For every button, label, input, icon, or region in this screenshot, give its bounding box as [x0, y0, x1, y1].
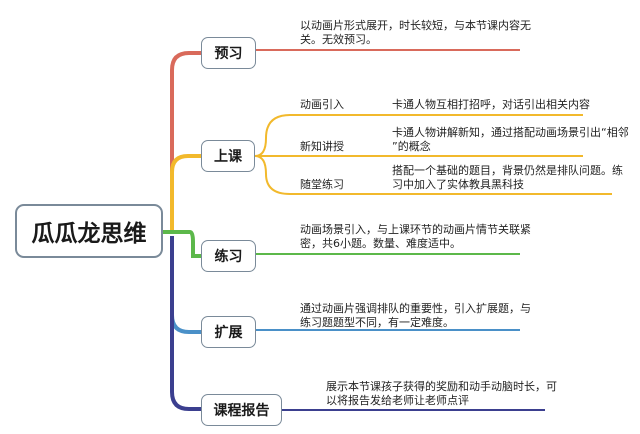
preview-note: 以动画片形式展开，时长较短，与本节课内容无 关。无效预习。 [300, 19, 531, 47]
topic-report-label: 课程报告 [213, 403, 270, 419]
topic-preview: 预习 [201, 37, 256, 69]
class-item-3-note-line-1: 搭配一个基础的题目，背景仍然是排队问题。练 [392, 164, 623, 177]
class-item-3-note: 搭配一个基础的题目，背景仍然是排队问题。练 习中加入了实体教具黑科技 [392, 164, 623, 192]
topic-practice: 练习 [201, 240, 256, 272]
practice-note-line-2: 密，共6小题。数量、难度适中。 [300, 237, 461, 250]
extend-note-line-2: 练习题题型不同，有一定难度。 [300, 316, 454, 329]
sub-branch-1 [254, 114, 583, 157]
class-item-1-label: 动画引入 [300, 98, 344, 111]
report-note: 展示本节课孩子获得的奖励和动手动脑时长，可 以将报告发给老师让老师点评 [326, 380, 557, 408]
class-item-1-note: 卡通人物互相打招呼，对话引出相关内容 [392, 98, 590, 112]
topic-practice-label: 练习 [214, 249, 243, 265]
extend-note: 通过动画片强调排队的重要性，引入扩展题，与 练习题题型不同，有一定难度。 [300, 302, 531, 330]
trunk-blue [170, 236, 201, 334]
trunk-navy [170, 236, 201, 411]
topic-extend-label: 扩展 [214, 325, 243, 341]
practice-note: 动画场景引入，与上课环节的动画片情节关联紧 密，共6小题。数量、难度适中。 [300, 223, 531, 251]
class-item-2-label: 新知讲授 [300, 140, 344, 153]
practice-note-line-1: 动画场景引入，与上课环节的动画片情节关联紧 [300, 223, 531, 236]
class-item-1-note-line-1: 卡通人物互相打招呼，对话引出相关内容 [392, 98, 590, 111]
class-item-3-note-line-2: 习中加入了实体教具黑科技 [392, 178, 524, 191]
report-note-line-1: 展示本节课孩子获得的奖励和动手动脑时长，可 [326, 380, 557, 393]
report-note-line-2: 以将报告发给老师让老师点评 [326, 394, 469, 407]
extend-note-line-1: 通过动画片强调排队的重要性，引入扩展题，与 [300, 302, 531, 315]
class-item-2-note-line-2: ”的概念 [392, 140, 431, 153]
class-item-2-note-line-1: 卡通人物讲解新知，通过搭配动画场景引出“相邻 [392, 126, 629, 139]
sub-branch-3 [254, 155, 612, 195]
root-topic: 瓜瓜龙思维 [15, 204, 163, 258]
topic-class-label: 上课 [214, 149, 242, 165]
topic-class: 上课 [201, 140, 255, 172]
trunk-red [163, 51, 201, 234]
preview-note-line-1: 以动画片形式展开，时长较短，与本节课内容无 [300, 19, 531, 32]
trunk-green [163, 230, 201, 258]
root-label: 瓜瓜龙思维 [31, 221, 147, 247]
topic-preview-label: 预习 [214, 46, 243, 62]
class-item-2-note: 卡通人物讲解新知，通过搭配动画场景引出“相邻 ”的概念 [392, 126, 629, 154]
topic-report: 课程报告 [201, 394, 282, 426]
topic-extend: 扩展 [201, 316, 256, 348]
class-item-3-label: 随堂练习 [300, 178, 344, 191]
preview-note-line-2: 关。无效预习。 [300, 33, 377, 46]
trunk-yellow [163, 154, 201, 234]
